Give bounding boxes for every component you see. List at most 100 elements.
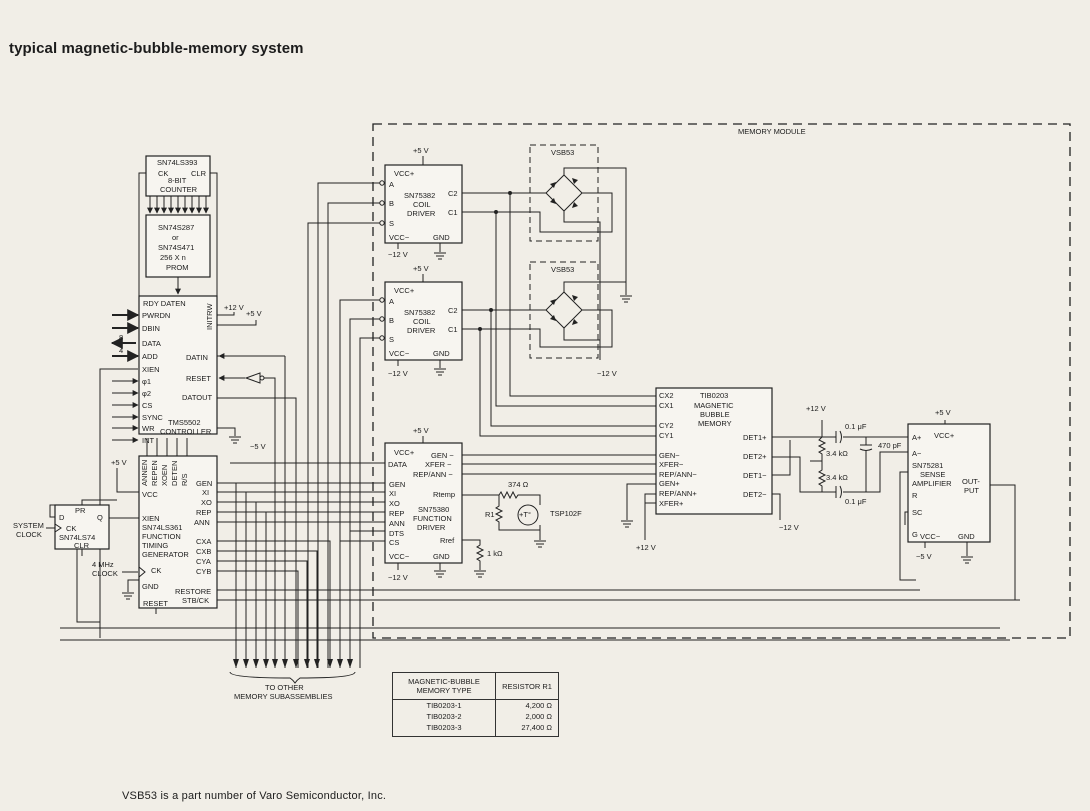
svg-text:ANNEN: ANNEN [140,460,149,486]
svg-text:CY2: CY2 [659,421,674,430]
svg-text:ADD: ADD [142,352,158,361]
svg-text:CX1: CX1 [659,401,674,410]
clock4-label-2: CLOCK [92,569,118,578]
svg-text:RDY DATEN: RDY DATEN [143,299,186,308]
supply-m5v-ctrl: −5 V [250,442,266,451]
controller-chip: RDY DATEN INITRW PWRDN DBIN DATA ADD XIE… [138,295,218,445]
svg-text:SC: SC [912,508,923,517]
svg-text:ANN: ANN [389,519,405,528]
svg-text:DET2−: DET2− [743,490,767,499]
supply-p5v-fttg: +5 V [111,458,127,467]
svg-text:CS: CS [389,538,399,547]
svg-text:256 X n: 256 X n [160,253,186,262]
svg-text:CONTROLLER: CONTROLLER [160,427,212,436]
svg-text:CYB: CYB [196,567,211,576]
function-driver: VCC+ DATA GEN XI XO REP ANN DTS CS GEN −… [384,426,463,582]
svg-text:GEN−: GEN− [659,451,680,460]
svg-text:A+: A+ [912,433,922,442]
svg-text:GND: GND [958,532,975,541]
svg-text:REP: REP [389,509,404,518]
svg-text:COUNTER: COUNTER [160,185,198,194]
counter-chip: SN74LS393 CK CLR 8-BIT COUNTER [145,155,211,197]
svg-text:GND: GND [142,582,159,591]
bubble-memory-chip: CX2 CX1 CY2 CY1 TIB0203 MAGNETIC BUBBLE … [655,387,773,515]
svg-text:REPEN: REPEN [150,460,159,486]
svg-text:TMS5502: TMS5502 [168,418,201,427]
svg-text:STB/CK: STB/CK [182,596,209,605]
svg-text:GND: GND [433,349,450,358]
svg-text:XI: XI [202,488,209,497]
svg-text:TIB0203: TIB0203 [700,391,728,400]
svg-text:or: or [172,233,179,242]
svg-text:DRIVER: DRIVER [407,209,436,218]
svg-text:SN75281: SN75281 [912,461,943,470]
system-clock-label-2: CLOCK [16,530,42,539]
svg-text:GENERATOR: GENERATOR [142,550,189,559]
clock4-label-1: 4 MHz [92,560,114,569]
bus-arrows [233,659,353,668]
svg-text:VCC−: VCC− [389,349,410,358]
svg-text:VCC+: VCC+ [394,448,415,457]
fttg-chip: ANNEN REPEN XOEN DETEN R/S VCC XIEN SN74… [138,455,218,609]
svg-text:DBIN: DBIN [142,324,160,333]
svg-text:TIMING: TIMING [142,541,168,550]
svg-text:8-BIT: 8-BIT [168,176,187,185]
svg-text:−12 V: −12 V [388,250,408,259]
sense-amplifier: VCC+ A+ A− SN75281 SENSE AMPLIFIER OUT- … [907,408,991,561]
tsp-label: TSP102F [550,509,582,518]
svg-text:PUT: PUT [964,486,979,495]
svg-text:SN74LS74: SN74LS74 [59,533,95,542]
svg-text:RESTORE: RESTORE [175,587,211,596]
to-other-label: TO OTHER [265,683,304,692]
table-header-resistor: RESISTOR R1 [495,672,559,700]
svg-text:REP/ANN−: REP/ANN− [659,470,697,479]
svg-text:XIEN: XIEN [142,514,160,523]
svg-text:GND: GND [433,552,450,561]
svg-text:C2: C2 [448,306,458,315]
svg-text:VCC−: VCC− [920,532,941,541]
resistor-table: MAGNETIC-BUBBLE MEMORY TYPE RESISTOR R1 … [392,672,559,737]
svg-text:MEMORY: MEMORY [698,419,732,428]
table-header-type: MAGNETIC-BUBBLE MEMORY TYPE [392,672,496,700]
svg-text:Rtemp: Rtemp [433,490,455,499]
svg-text:CLR: CLR [191,169,207,178]
svg-text:C1: C1 [448,208,458,217]
svg-text:DRIVER: DRIVER [417,523,446,532]
svg-text:OUT-: OUT- [962,477,980,486]
svg-text:DTS: DTS [389,529,404,538]
svg-text:SN74S287: SN74S287 [158,223,194,232]
svg-text:SN75382: SN75382 [404,191,435,200]
svg-text:4: 4 [119,346,123,355]
svg-text:RESET: RESET [143,599,168,608]
svg-text:VCC−: VCC− [389,233,410,242]
svg-text:SN75380: SN75380 [418,505,449,514]
c01a-label: 0.1 μF [845,422,867,431]
svg-text:CK: CK [151,566,161,575]
svg-text:AMPLIFIER: AMPLIFIER [912,479,952,488]
svg-text:DET1−: DET1− [743,471,767,480]
svg-text:PROM: PROM [166,263,189,272]
svg-text:B: B [389,316,394,325]
subassemblies-label: MEMORY SUBASSEMBLIES [234,692,333,701]
svg-text:REP/ANN+: REP/ANN+ [659,489,697,498]
svg-text:DETEN: DETEN [170,461,179,486]
svg-text:CS: CS [142,401,152,410]
svg-text:R/S: R/S [180,473,189,486]
svg-text:BUBBLE: BUBBLE [700,410,730,419]
svg-text:XOEN: XOEN [160,465,169,486]
svg-text:XFER −: XFER − [425,460,452,469]
svg-text:INITRW: INITRW [205,303,214,330]
svg-text:A: A [389,297,394,306]
svg-text:GEN −: GEN − [431,451,454,460]
thermistor-label: +T° [519,510,531,519]
svg-text:SN75382: SN75382 [404,308,435,317]
supply-p12v-bub: +12 V [636,543,656,552]
svg-text:A: A [389,180,394,189]
memory-module-label: MEMORY MODULE [738,127,806,136]
svg-text:CY1: CY1 [659,431,674,440]
coil-driver-1: VCC+ A B S SN75382 COIL DRIVER C2 C1 VCC… [384,146,463,259]
svg-text:B: B [389,199,394,208]
r34b-label: 3.4 kΩ [826,473,848,482]
svg-text:CXA: CXA [196,537,211,546]
c470-label: 470 pF [878,441,902,450]
